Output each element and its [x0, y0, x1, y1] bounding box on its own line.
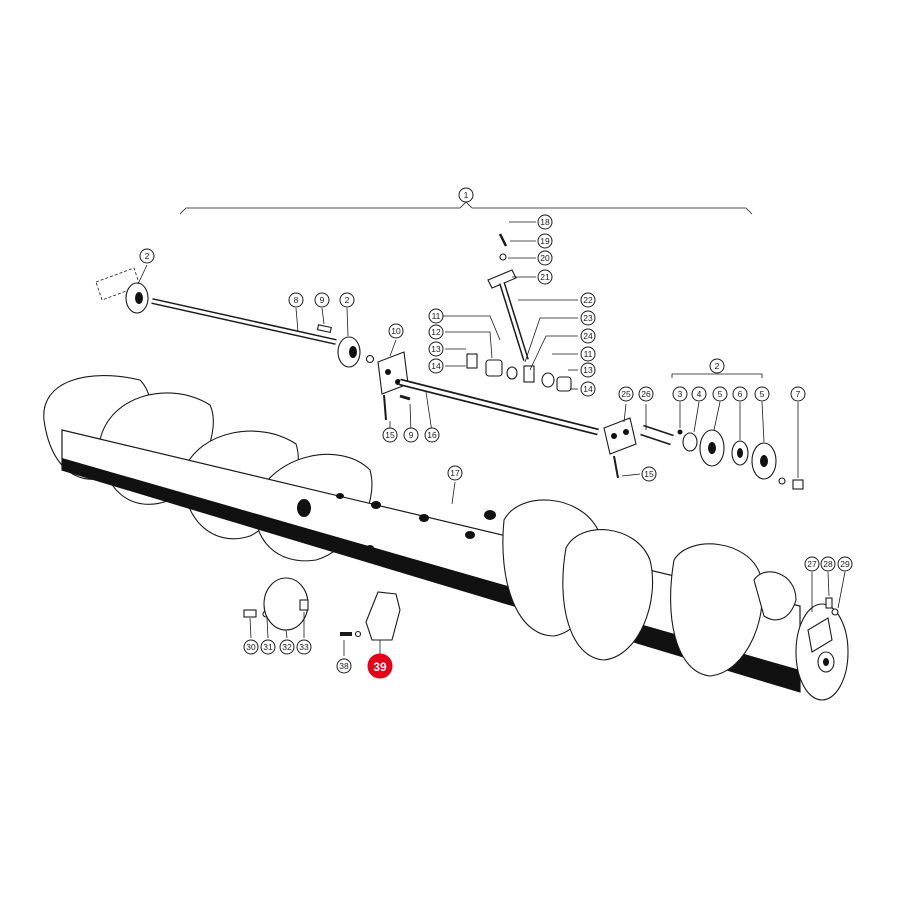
- callout-26: 26: [638, 386, 654, 402]
- callout-28: 28: [820, 556, 836, 572]
- svg-text:28: 28: [823, 559, 833, 569]
- svg-text:7: 7: [796, 389, 801, 399]
- svg-text:9: 9: [320, 295, 325, 305]
- svg-text:23: 23: [583, 313, 593, 323]
- svg-text:8: 8: [294, 295, 299, 305]
- svg-text:26: 26: [641, 389, 651, 399]
- callout-15: 15: [641, 466, 657, 482]
- callout-8: 8: [288, 292, 304, 308]
- svg-text:38: 38: [339, 661, 349, 671]
- callout-22: 22: [580, 292, 596, 308]
- callout-2: 2: [709, 358, 725, 374]
- svg-text:14: 14: [583, 384, 593, 394]
- svg-text:20: 20: [540, 253, 550, 263]
- callout-29: 29: [837, 556, 853, 572]
- callout-13: 13: [580, 362, 596, 378]
- svg-text:2: 2: [145, 251, 150, 261]
- svg-text:3: 3: [678, 389, 683, 399]
- callout-18: 18: [537, 214, 553, 230]
- callout-2: 2: [139, 248, 155, 264]
- callout-19: 19: [537, 233, 553, 249]
- callout-9: 9: [403, 427, 419, 443]
- callout-10: 10: [388, 323, 404, 339]
- auger-tube: [43, 375, 849, 701]
- callout-33: 33: [296, 639, 312, 655]
- callout-13: 13: [428, 341, 444, 357]
- svg-text:39: 39: [373, 660, 387, 674]
- leader-lines: [137, 221, 846, 656]
- svg-text:29: 29: [840, 559, 850, 569]
- bushing-set: [466, 353, 572, 392]
- callout-11: 11: [580, 346, 596, 362]
- callout-30: 30: [243, 639, 259, 655]
- svg-text:22: 22: [583, 295, 593, 305]
- svg-text:12: 12: [431, 327, 441, 337]
- svg-text:15: 15: [644, 469, 654, 479]
- svg-text:17: 17: [450, 468, 460, 478]
- callout-25: 25: [618, 386, 634, 402]
- callout-38: 38: [336, 658, 352, 674]
- callout-31: 31: [260, 639, 276, 655]
- svg-text:33: 33: [299, 642, 309, 652]
- lever-assembly: [487, 233, 529, 361]
- callout-32: 32: [279, 639, 295, 655]
- cover-plate-kit: [243, 577, 309, 631]
- callout-14: 14: [580, 381, 596, 397]
- mounting-bracket: [340, 591, 401, 641]
- svg-text:4: 4: [697, 389, 702, 399]
- assembly-bracket: [179, 201, 753, 215]
- svg-text:5: 5: [718, 389, 723, 399]
- bearing-hardware: [677, 429, 804, 490]
- svg-text:21: 21: [540, 272, 550, 282]
- callout-21: 21: [537, 269, 553, 285]
- callout-11: 11: [428, 308, 444, 324]
- svg-text:13: 13: [431, 344, 441, 354]
- callout-7: 7: [790, 386, 806, 402]
- svg-text:16: 16: [427, 430, 437, 440]
- callout-1: 1: [458, 187, 474, 203]
- svg-text:2: 2: [345, 295, 350, 305]
- callout-6: 6: [732, 386, 748, 402]
- callout-2: 2: [339, 292, 355, 308]
- callout-5: 5: [754, 386, 770, 402]
- center-shaft-assembly: [377, 351, 674, 479]
- callout-14: 14: [428, 358, 444, 374]
- callout-27: 27: [804, 556, 820, 572]
- svg-text:11: 11: [432, 311, 441, 321]
- svg-text:13: 13: [583, 365, 593, 375]
- callout-23: 23: [580, 310, 596, 326]
- svg-text:31: 31: [263, 642, 273, 652]
- svg-text:6: 6: [738, 389, 743, 399]
- callout-20: 20: [537, 250, 553, 266]
- callout-15: 15: [382, 427, 398, 443]
- callout-24: 24: [580, 328, 596, 344]
- svg-text:9: 9: [409, 430, 414, 440]
- svg-text:25: 25: [621, 389, 631, 399]
- svg-text:11: 11: [584, 349, 593, 359]
- svg-text:27: 27: [807, 559, 817, 569]
- callout-3: 3: [672, 386, 688, 402]
- callout-16: 16: [424, 427, 440, 443]
- svg-text:14: 14: [431, 361, 441, 371]
- svg-text:15: 15: [385, 430, 395, 440]
- svg-text:32: 32: [282, 642, 292, 652]
- callout-39-highlighted[interactable]: 39: [367, 653, 393, 679]
- svg-text:1: 1: [464, 190, 469, 200]
- left-drive-shaft: [95, 267, 375, 368]
- svg-text:18: 18: [540, 217, 550, 227]
- callout-4: 4: [691, 386, 707, 402]
- svg-text:30: 30: [246, 642, 256, 652]
- callout-5: 5: [712, 386, 728, 402]
- callout-9: 9: [314, 292, 330, 308]
- callout-12: 12: [428, 324, 444, 340]
- svg-text:2: 2: [715, 361, 720, 371]
- callout-17: 17: [447, 465, 463, 481]
- svg-text:5: 5: [760, 389, 765, 399]
- svg-text:24: 24: [583, 331, 593, 341]
- svg-text:10: 10: [391, 326, 401, 336]
- svg-text:19: 19: [540, 236, 550, 246]
